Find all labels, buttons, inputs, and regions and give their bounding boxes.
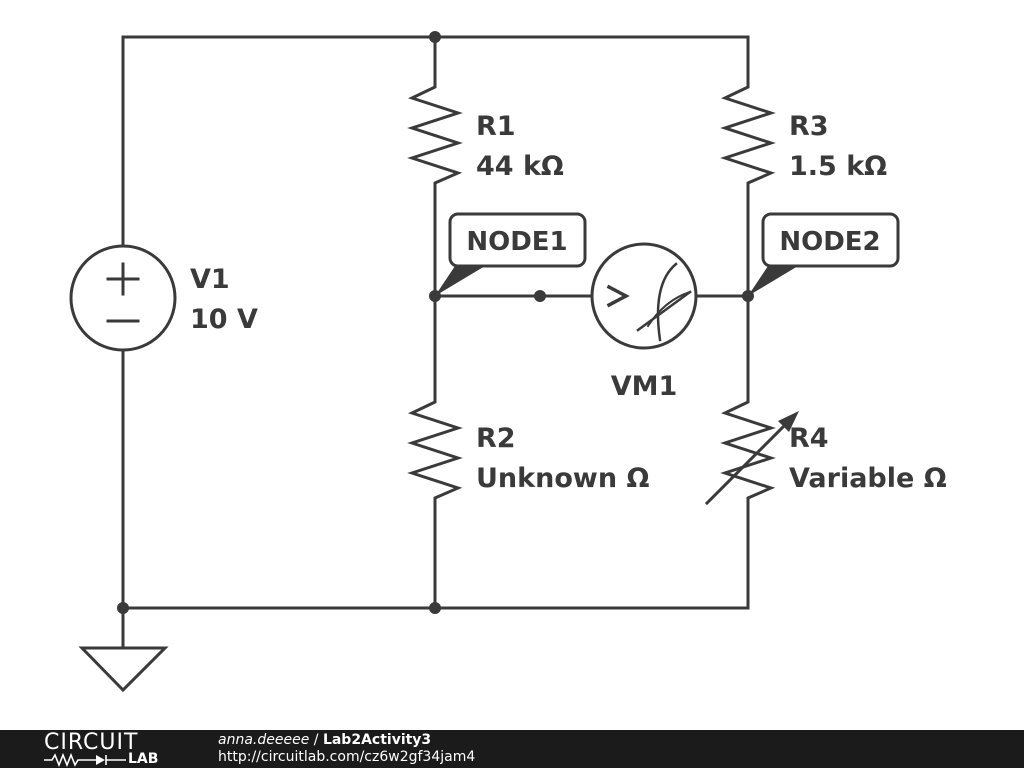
vm1-name-label: VM1 xyxy=(611,371,678,402)
variable-arrow-icon xyxy=(704,417,793,506)
r4-variable-resistor xyxy=(704,393,799,515)
footer-meta: anna.deeeee / Lab2Activity3 http://circu… xyxy=(218,732,475,766)
circuitlab-logo[interactable]: CIRCUIT LAB xyxy=(44,731,176,767)
footer-bar: CIRCUIT LAB anna.deeeee / Lab2Activity3 … xyxy=(0,730,1024,768)
r2-name-label: R2 xyxy=(476,423,516,454)
r2-value-label: Unknown Ω xyxy=(476,463,649,494)
junction-dot xyxy=(429,602,441,614)
meter-scale-icon xyxy=(656,262,678,342)
node1-label: NODE1 xyxy=(466,227,567,257)
node2-label: NODE2 xyxy=(779,227,880,257)
meter-needle-icon xyxy=(636,290,692,332)
circuit-schematic: NODE1 NODE2 V1 10 V R1 44 kΩ R3 1.5 kΩ R… xyxy=(69,31,947,693)
project-title-link[interactable]: Lab2Activity3 xyxy=(322,732,432,748)
junction-dot xyxy=(117,602,129,614)
plus-icon xyxy=(106,262,140,296)
logo-lab-text: LAB xyxy=(128,751,159,767)
logo-circuit-text: CIRCUIT xyxy=(44,730,139,755)
junction-dot xyxy=(534,290,546,302)
r1-value-label: 44 kΩ xyxy=(476,151,564,182)
project-line: anna.deeeee / Lab2Activity3 xyxy=(218,732,475,749)
r1-resistor xyxy=(407,78,463,192)
node2-tag: NODE2 xyxy=(748,212,900,296)
ground-icon xyxy=(78,646,169,693)
r4-name-label: R4 xyxy=(789,423,829,454)
path-separator: / xyxy=(309,732,323,748)
v1-name-label: V1 xyxy=(190,264,230,295)
r3-value-label: 1.5 kΩ xyxy=(789,151,887,182)
r3-resistor xyxy=(720,78,776,192)
resistor-diode-icon xyxy=(44,753,126,767)
node1-tag: NODE1 xyxy=(435,212,587,296)
r2-resistor xyxy=(407,393,463,510)
vm1-voltmeter xyxy=(590,242,698,350)
r4-value-label: Variable Ω xyxy=(789,463,947,494)
v1-value-label: 10 V xyxy=(190,304,258,335)
project-url-link[interactable]: http://circuitlab.com/cz6w2gf34jam4 xyxy=(218,749,476,765)
bottom-rail-wire xyxy=(121,511,750,610)
v1-voltage-source xyxy=(69,244,177,352)
r1-name-label: R1 xyxy=(476,111,516,142)
r3-name-label: R3 xyxy=(789,111,829,142)
author-link[interactable]: anna.deeeee xyxy=(218,732,310,748)
junction-dot xyxy=(429,31,441,43)
meter-arrow-icon xyxy=(606,284,630,308)
